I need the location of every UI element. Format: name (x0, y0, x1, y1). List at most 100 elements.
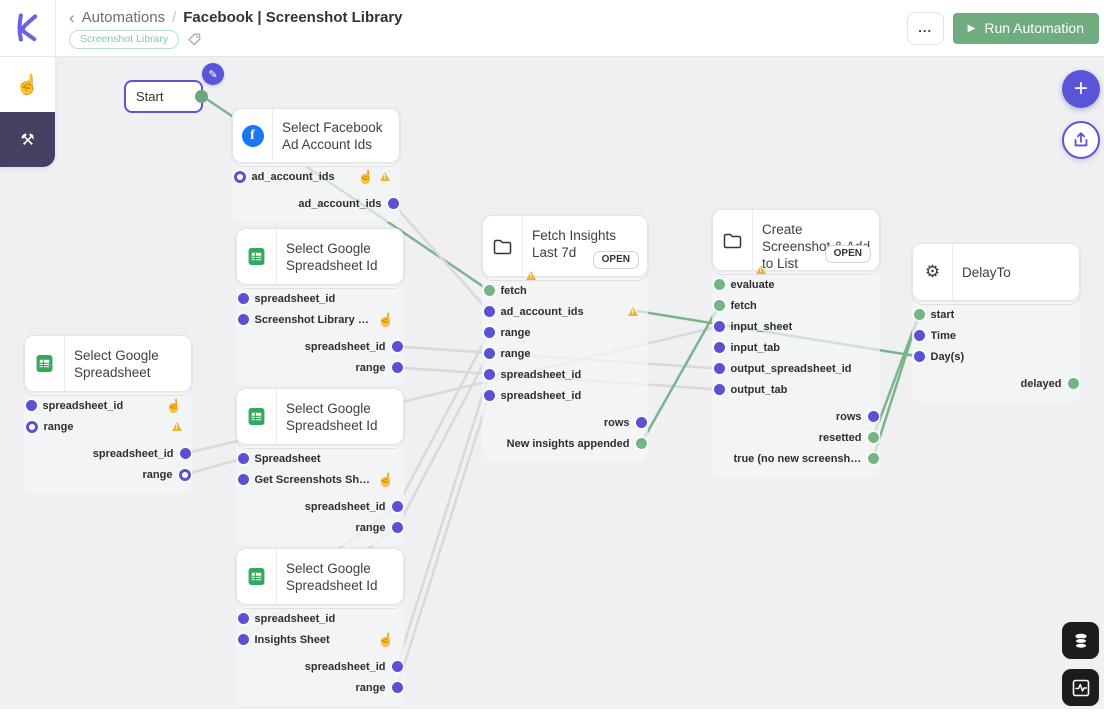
input-port[interactable] (237, 613, 249, 624)
input-port[interactable] (237, 474, 249, 485)
input-port[interactable] (913, 330, 925, 341)
input-port[interactable] (713, 342, 725, 353)
port-label: Screenshot Library Sheet (254, 313, 372, 326)
tag-pill[interactable]: Screenshot Library (69, 30, 180, 49)
input-port-row: input_sheet (712, 316, 880, 337)
input-port[interactable] (713, 300, 725, 311)
output-port[interactable] (391, 522, 403, 533)
port-label: start (930, 308, 955, 321)
output-port[interactable] (387, 198, 399, 209)
input-port[interactable] (483, 348, 495, 359)
pointer-tool-button[interactable]: ☝ (0, 57, 55, 112)
input-port[interactable] (713, 321, 725, 332)
input-port[interactable] (237, 634, 249, 645)
output-port-row: rows (712, 406, 880, 427)
input-port-row: spreadsheet_id (482, 385, 648, 406)
breadcrumb-separator: / (172, 9, 177, 26)
input-port[interactable] (913, 309, 925, 320)
node-start[interactable]: Start (124, 80, 208, 113)
pencil-icon: ✎ (208, 68, 218, 81)
port-label: ad_account_ids (500, 305, 584, 318)
port-label: true (no new screenshot... (733, 452, 862, 465)
input-port[interactable] (913, 351, 925, 362)
output-port[interactable] (635, 417, 647, 428)
output-port[interactable] (178, 468, 191, 481)
node-card[interactable]: f Select Facebook Ad Account Ids (232, 108, 400, 163)
node-card[interactable]: Fetch Insights Last 7d OPEN (482, 215, 648, 280)
input-port[interactable] (713, 384, 725, 395)
port-label: ad_account_ids (298, 197, 382, 210)
node-card[interactable]: Select Google Spreadsheet Id (236, 388, 404, 445)
app-logo[interactable] (0, 0, 56, 56)
google-sheets-icon (248, 248, 265, 265)
back-chevron-icon[interactable]: ‹ (69, 8, 75, 27)
output-port[interactable] (867, 411, 879, 422)
input-port-row: spreadsheet_id (482, 364, 648, 385)
more-button[interactable]: ... (906, 11, 944, 45)
input-port[interactable] (233, 170, 246, 183)
node-title: DelayTo (962, 264, 1011, 280)
port-label: range (142, 468, 173, 481)
input-port[interactable] (25, 400, 37, 411)
data-panel-button[interactable] (1062, 622, 1099, 659)
port-label: output_spreadsheet_id (730, 362, 852, 375)
output-port[interactable] (179, 448, 191, 459)
input-port[interactable] (237, 314, 249, 325)
node-card[interactable]: Select Google Spreadsheet (24, 335, 192, 392)
canvas[interactable]: Start ✎ ad_account_ids ☝ ad_account_ids … (0, 57, 1104, 709)
open-button[interactable]: OPEN (592, 251, 639, 269)
wire-gray (395, 374, 491, 667)
input-port[interactable] (483, 369, 495, 380)
input-port-row: output_tab (712, 379, 880, 400)
run-automation-label: Run Automation (984, 20, 1084, 36)
share-button[interactable] (1062, 121, 1100, 159)
input-port-row: Insights Sheet ☝ (236, 629, 404, 650)
input-port-row: Screenshot Library Sheet ☝ (236, 309, 404, 330)
input-port-row: start (912, 304, 1080, 325)
start-output-port[interactable] (195, 90, 208, 103)
run-automation-button[interactable]: ▶ Run Automation (952, 12, 1099, 44)
input-port[interactable] (713, 279, 725, 290)
wire-gray (395, 352, 491, 529)
edit-pencil-button[interactable]: ✎ (202, 63, 224, 85)
input-port[interactable] (483, 327, 495, 338)
folder-icon (493, 239, 512, 254)
output-port[interactable] (391, 682, 403, 693)
node-card[interactable]: Create Screenshot & Add to List OPEN (712, 209, 880, 274)
input-port[interactable] (237, 453, 249, 464)
add-node-button[interactable]: + (1062, 70, 1100, 108)
input-port-row: spreadsheet_id (236, 608, 404, 629)
node-card[interactable]: Select Google Spreadsheet Id (236, 548, 404, 605)
google-sheets-icon (248, 408, 265, 425)
output-port[interactable] (867, 453, 879, 464)
input-port[interactable] (25, 420, 38, 433)
output-port[interactable] (867, 432, 879, 443)
node-card[interactable]: ⚙ DelayTo (912, 243, 1080, 301)
open-button[interactable]: OPEN (824, 245, 871, 263)
input-port-row: input_tab (712, 337, 880, 358)
activity-panel-button[interactable] (1062, 669, 1099, 706)
facebook-icon: f (241, 124, 264, 147)
tag-icon[interactable] (187, 32, 202, 47)
output-port[interactable] (391, 362, 403, 373)
input-port[interactable] (713, 363, 725, 374)
node-title: Fetch Insights Last 7d (532, 228, 617, 260)
output-port[interactable] (391, 341, 403, 352)
output-port-row: range (24, 464, 192, 485)
output-port-row: range (236, 677, 404, 698)
breadcrumb-automations[interactable]: Automations (81, 9, 166, 26)
build-tool-button[interactable]: ⚒ (0, 112, 55, 167)
node-card[interactable]: Select Google Spreadsheet Id (236, 228, 404, 285)
start-node-label: Start (136, 89, 164, 104)
output-port[interactable] (635, 438, 647, 449)
input-port[interactable] (237, 293, 249, 304)
port-label: input_tab (730, 341, 781, 354)
input-port[interactable] (483, 285, 495, 296)
input-port[interactable] (483, 390, 495, 401)
wire-gray (184, 457, 244, 476)
output-port[interactable] (1067, 378, 1079, 389)
output-port[interactable] (391, 661, 403, 672)
input-port[interactable] (483, 306, 495, 317)
output-port[interactable] (391, 501, 403, 512)
wire-gray (392, 202, 490, 313)
